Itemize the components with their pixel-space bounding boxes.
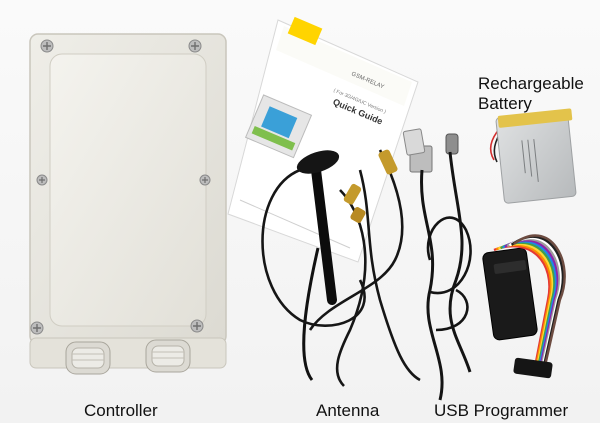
screw-icon — [199, 174, 211, 186]
battery-label-line2: Battery — [478, 94, 532, 113]
screw-icon — [36, 174, 48, 186]
screw-icon — [190, 319, 204, 333]
controller-enclosure — [29, 33, 227, 375]
usb-cable — [402, 128, 472, 401]
usb-programmer — [482, 234, 566, 379]
rechargeable-battery — [489, 108, 577, 204]
screw-icon — [40, 39, 54, 53]
battery-label-line1: Rechargeable — [478, 74, 584, 93]
quick-guide-booklet: GSM-RELAY ( For 3G/4G/UC Version ) Quick… — [227, 16, 419, 263]
screw-icon — [30, 321, 44, 335]
ribbon-cable — [493, 234, 566, 363]
ribbon-wire — [513, 234, 566, 363]
antenna — [261, 149, 421, 387]
usb-programmer-label: USB Programmer — [434, 401, 569, 420]
battery-label: Rechargeable Battery — [478, 74, 584, 114]
screw-icon — [188, 39, 202, 53]
antenna-label: Antenna — [316, 401, 380, 420]
controller-label: Controller — [84, 401, 158, 420]
cable-gland — [145, 339, 191, 373]
cable-gland — [65, 341, 111, 375]
